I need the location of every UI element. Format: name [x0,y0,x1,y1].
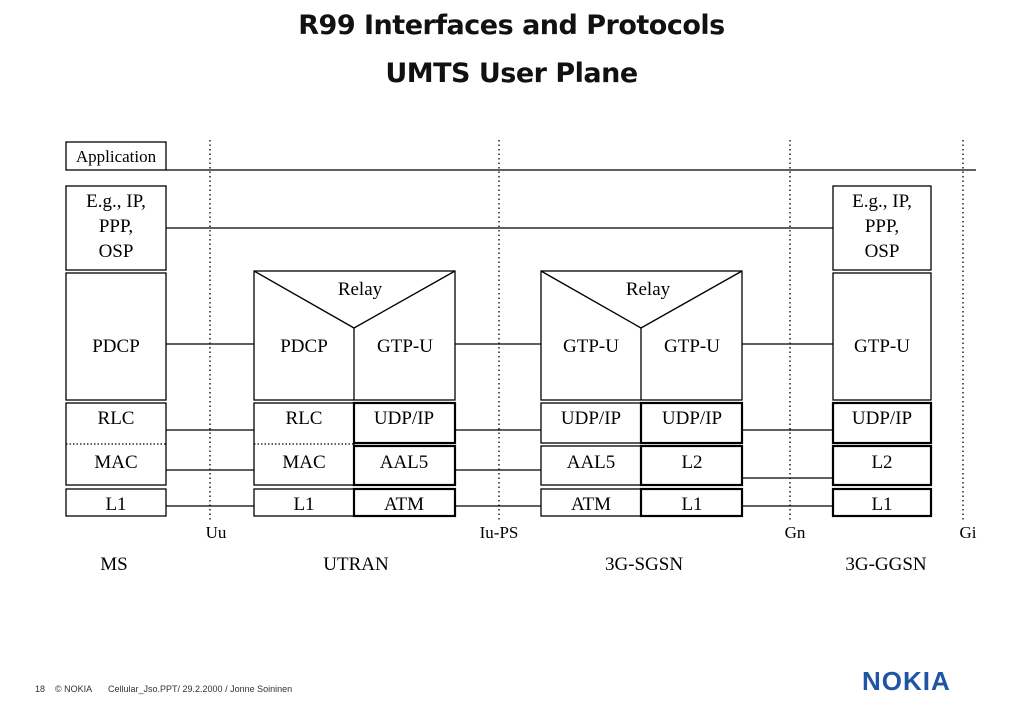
interface-label-uu: Uu [206,523,227,542]
ms-rlc-label: RLC [98,408,135,429]
ms-ip-label-2: PPP, [99,216,133,237]
ggsn-l1-label: L1 [871,494,892,515]
sgsn-udp-right-label: UDP/IP [662,408,722,429]
sgsn-gtpu-right-label: GTP-U [664,336,720,357]
ggsn-ip-box [832,185,932,271]
sgsn-gtpu-left-label: GTP-U [563,336,619,357]
utran-aal5-label: AAL5 [380,452,429,473]
ms-mac-label: MAC [94,452,137,473]
utran-l1-label: L1 [293,494,314,515]
sgsn-aal5-label: AAL5 [567,452,616,473]
ggsn-gtpu-label: GTP-U [854,336,910,357]
ms-application-box [65,141,167,171]
ms-l1-box [65,488,167,517]
ms-pdcp-label: PDCP [92,336,140,357]
sgsn-l1-label: L1 [681,494,702,515]
sgsn-udp-left-label: UDP/IP [561,408,621,429]
ms-ip-box [65,185,167,271]
ms-ip-label-1: E.g., IP, [86,191,146,212]
utran-gtpu-label: GTP-U [377,336,433,357]
utran-relay-label: Relay [338,279,383,300]
interface-label-gn: Gn [785,523,806,542]
ggsn-ip-label-2: PPP, [865,216,899,237]
sgsn-left-aal5-box [540,445,642,486]
utran-udp-label: UDP/IP [374,408,434,429]
footer-copyright: © NOKIA [55,684,93,694]
utran-right-atm-box [352,487,457,518]
ggsn-udp-box [831,401,933,445]
node-label-sgsn: 3G-SGSN [605,554,683,575]
ms-application-label: Application [76,147,157,166]
sgsn-right-l1-box [639,487,744,518]
nokia-logo: NOKIA [862,666,951,696]
node-label-ggsn: 3G-GGSN [845,554,927,575]
page-subtitle: UMTS User Plane [385,58,638,89]
interface-label-gi: Gi [960,523,977,542]
ggsn-udp-label: UDP/IP [852,408,912,429]
utran-right-aal5-box [352,444,457,487]
sgsn-left-udp-box [540,402,642,444]
footer-doc-info: Cellular_Jso.PPT/ 29.2.2000 / Jonne Soin… [108,684,293,694]
ms-l1-label: L1 [105,494,126,515]
ggsn-l2-label: L2 [871,452,892,473]
sgsn-relay-label: Relay [626,279,671,300]
utran-mac-label: MAC [282,452,325,473]
ggsn-ip-label-3: OSP [865,241,900,262]
utran-pdcp-label: PDCP [280,336,328,357]
footer-page-number: 18 [35,684,46,694]
ggsn-ip-label-1: E.g., IP, [852,191,912,212]
utran-atm-label: ATM [384,494,424,515]
interface-label-iups: Iu-PS [480,523,519,542]
sgsn-l2-label: L2 [681,452,702,473]
utran-rlc-label: RLC [286,408,323,429]
page-title: R99 Interfaces and Protocols [298,10,725,41]
node-label-utran: UTRAN [323,554,389,575]
ggsn-l2-box [831,444,933,487]
sgsn-atm-label: ATM [571,494,611,515]
ms-ip-label-3: OSP [99,241,134,262]
sgsn-right-udp-box [639,401,744,445]
utran-right-udp-box [352,401,457,445]
node-label-ms: MS [100,554,127,575]
ggsn-l1-box [831,487,933,518]
sgsn-right-l2-box [639,444,744,487]
ms-pdcp-box [65,272,167,401]
ggsn-gtpu-box [832,272,932,401]
